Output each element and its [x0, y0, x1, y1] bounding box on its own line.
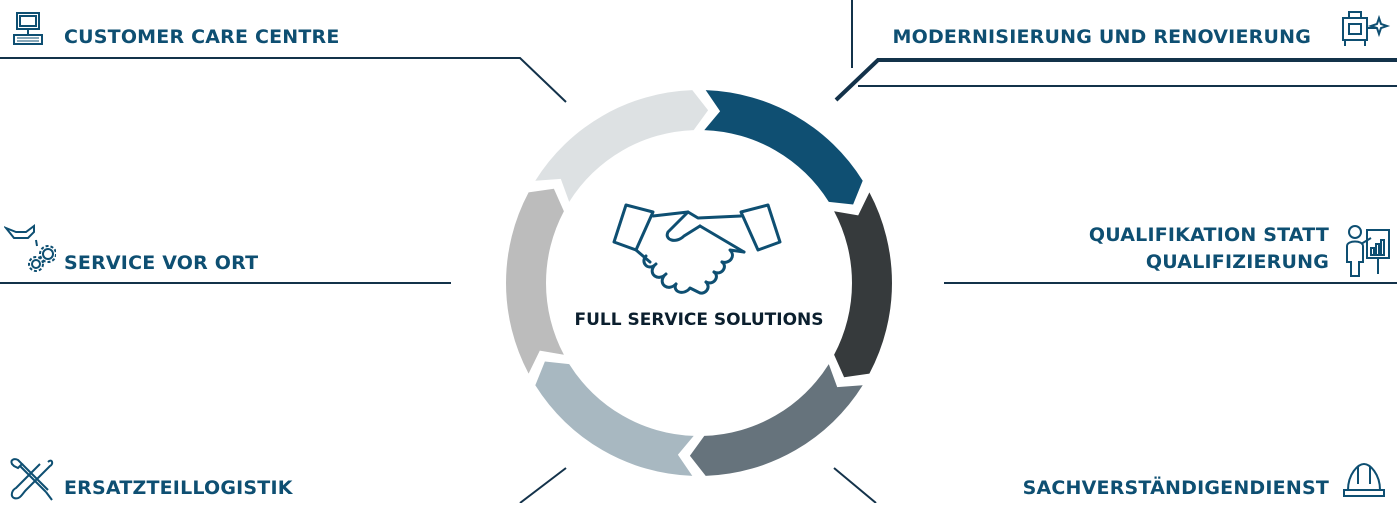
label-qualifikation-line1: QUALIFIKATION STATT [1088, 224, 1329, 246]
handshake-icon [612, 203, 782, 295]
label-qualifikation-line2: QUALIFIZIERUNG [1145, 251, 1329, 273]
ring-segment-qualifikation [834, 192, 892, 378]
label-customer-care-centre: CUSTOMER CARE CENTRE [64, 26, 340, 48]
connector-modernisierung [834, 58, 1397, 102]
connector-ersatzteillogistik [519, 467, 567, 503]
ring-segment-ersatzteil [535, 361, 694, 476]
oilcan-gears-icon [2, 222, 57, 272]
label-modernisierung-und-renovierung: MODERNISIERUNG UND RENOVIERUNG [892, 26, 1311, 48]
wrench-screwdriver-icon [8, 456, 54, 502]
computer-icon [8, 11, 48, 47]
ring-segment-customer-care [535, 90, 709, 202]
label-sachverstaendigendienst: SACHVERSTÄNDIGENDIENST [1022, 477, 1329, 499]
cycle-ring [506, 90, 892, 476]
machine-sparkle-icon [1339, 8, 1391, 52]
hardhat-icon [1342, 458, 1386, 500]
label-service-vor-ort: SERVICE VOR ORT [64, 252, 259, 274]
ring-segment-service-vor-ort [506, 188, 564, 374]
presenter-chart-icon [1345, 222, 1391, 278]
ring-segment-modernisierung [704, 90, 863, 205]
connector-sachverstaendig [833, 467, 877, 503]
connector-customer-care [0, 57, 567, 103]
center-title: FULL SERVICE SOLUTIONS [574, 310, 824, 330]
ring-segment-sachverstaendig [689, 364, 863, 476]
label-ersatzteillogistik: ERSATZTEILLOGISTIK [64, 477, 293, 499]
